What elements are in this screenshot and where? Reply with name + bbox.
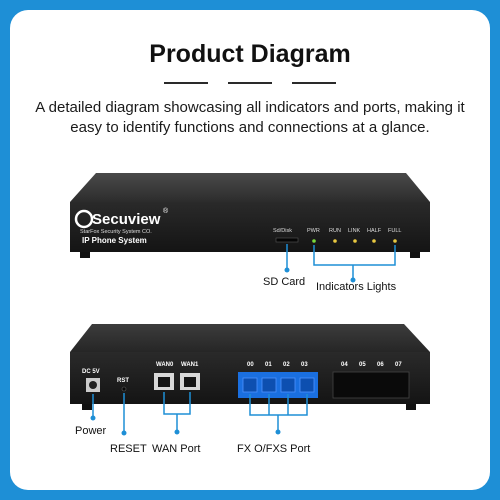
led-label-full: FULL [388,228,401,234]
callout-fx-port: FX O/FXS Port [237,443,311,455]
fx-label-00: 00 [247,362,254,368]
dc-label: DC 5V [82,369,100,375]
spare-label-06: 06 [377,362,384,368]
brand-mark: ® [163,207,169,215]
front-top-surface [70,173,430,202]
foot [80,252,90,258]
wan1-label: WAN1 [181,362,199,368]
led-half-icon [372,239,376,243]
ethernet-port-icon [184,377,196,387]
callout-wan-port: WAN Port [152,443,201,455]
led-pwr-icon [312,239,316,243]
fx-label-03: 03 [301,362,308,368]
page-title: Product Diagram [149,40,351,68]
spare-port-cover [332,371,410,399]
spare-label-07: 07 [395,362,402,368]
back-callout-lines [92,392,308,433]
foot [410,252,420,258]
fx-label-01: 01 [265,362,272,368]
fx-port-03[interactable] [299,377,315,393]
foot [406,404,416,410]
sd-slot-label: Sd/Disk [273,228,292,234]
led-full-icon [393,239,397,243]
led-link-icon [353,239,357,243]
underline-segment [228,82,272,84]
front-callout-dots [284,267,356,283]
back-top-surface [70,324,430,352]
back-callout-dots [90,415,281,436]
sd-card-slot[interactable] [275,237,299,243]
underline-segment [292,82,336,84]
power-jack-icon [89,381,97,389]
underline-segment [164,82,208,84]
wan0-label: WAN0 [156,362,174,368]
spare-label-05: 05 [359,362,366,368]
fx-port-01[interactable] [261,377,277,393]
callout-indicators: Indicators Lights [316,281,397,293]
spare-label-04: 04 [341,362,348,368]
rst-label: RST [117,378,129,384]
fx-port-00[interactable] [242,377,258,393]
reset-button[interactable] [121,386,127,392]
callout-reset: RESET [110,443,147,455]
led-label-pwr: PWR [307,228,320,234]
front-panel [70,202,430,252]
led-label-run: RUN [329,228,341,234]
back-device: DC 5V RST WAN0 WAN1 00 01 02 03 04 05 06… [70,324,430,410]
fx-label-02: 02 [283,362,290,368]
product-name: IP Phone System [82,236,147,245]
led-run-icon [333,239,337,243]
title-underline [10,82,490,84]
callout-power: Power [75,425,107,437]
foot [82,404,92,410]
company-name: StarFox Security System CO. [80,229,152,235]
ethernet-port-icon [158,377,170,387]
front-device: Secuview ® StarFox Security System CO. I… [70,173,430,258]
description: A detailed diagram showcasing all indica… [35,99,465,136]
brand-name: Secuview [92,211,161,228]
callout-sd-card: SD Card [263,276,306,288]
fx-port-02[interactable] [280,377,296,393]
brand-logo-icon [74,209,94,229]
led-label-half: HALF [367,228,382,234]
led-label-link: LINK [348,228,361,234]
